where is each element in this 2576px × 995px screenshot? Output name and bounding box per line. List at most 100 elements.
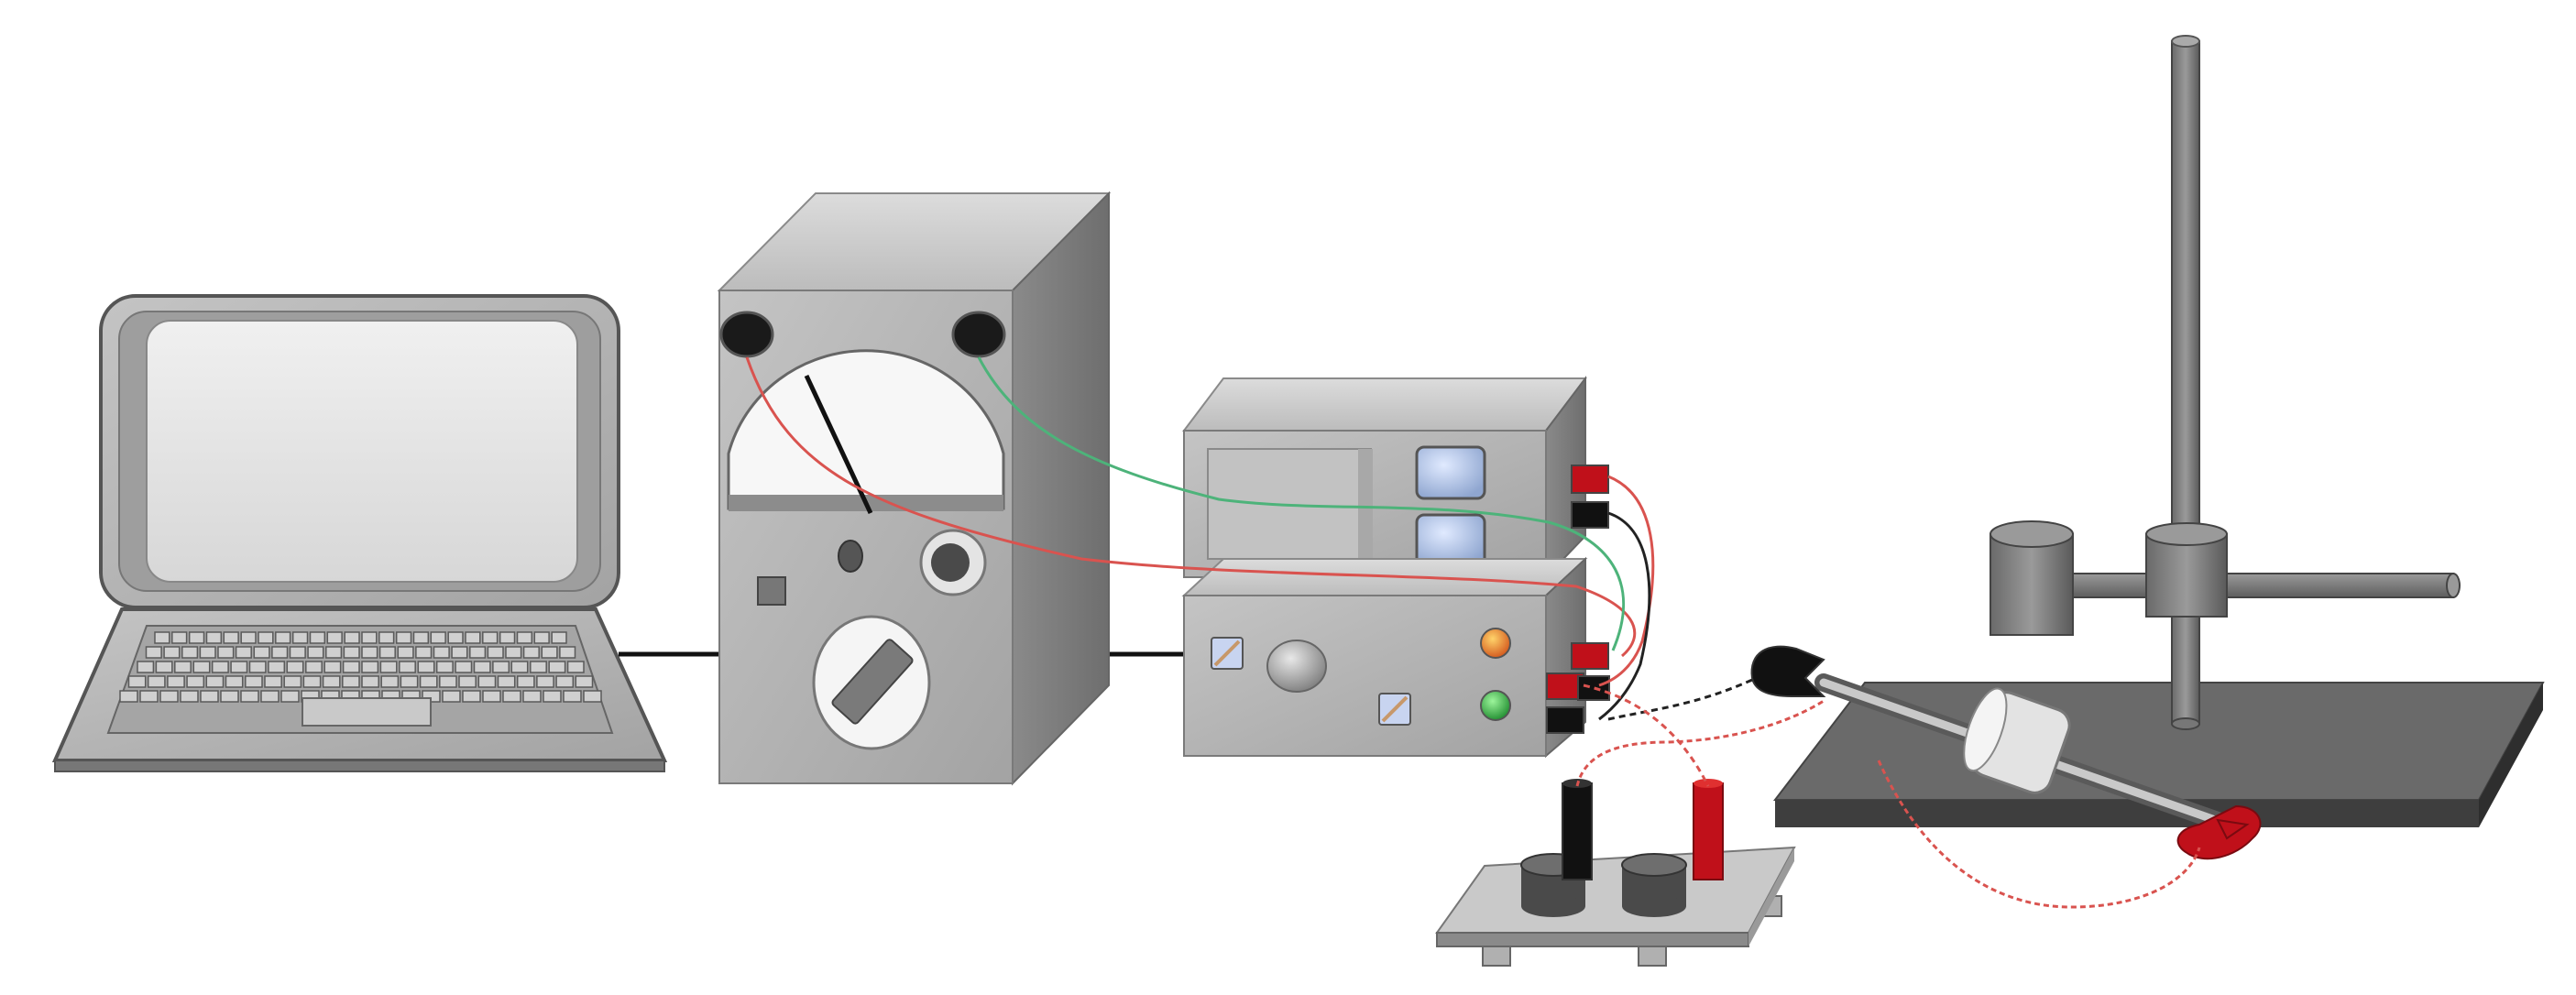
wires xyxy=(745,356,2201,909)
stand-weight xyxy=(1990,533,2074,636)
keyboard-key xyxy=(342,675,360,688)
board-rod-red xyxy=(1693,782,1724,880)
supply-terminal-black-1 xyxy=(1571,501,1609,529)
keyboard-key xyxy=(271,646,289,659)
keyboard-key xyxy=(280,690,300,703)
stand-rod-cap xyxy=(2171,35,2200,48)
keyboard-key xyxy=(551,631,567,644)
stand-icon xyxy=(1772,35,2545,827)
keyboard-key xyxy=(305,661,323,673)
laptop-icon xyxy=(51,294,668,772)
board-post-right-top xyxy=(1621,853,1687,877)
keyboard-key xyxy=(533,631,550,644)
keyboard-key xyxy=(264,675,282,688)
keyboard-key xyxy=(171,631,188,644)
keyboard-key xyxy=(223,631,239,644)
meter-side xyxy=(1012,191,1110,786)
keyboard-key xyxy=(415,646,433,659)
analog-meter-icon xyxy=(717,191,1112,786)
keyboard-key xyxy=(499,631,516,644)
keyboard-key xyxy=(482,690,501,703)
keyboard-key xyxy=(289,646,306,659)
electrode-icon xyxy=(1750,645,2262,860)
clamp-black-icon xyxy=(1750,645,1826,697)
laptop-touchpad xyxy=(301,697,432,727)
keyboard-key xyxy=(583,690,602,703)
keyboard-key xyxy=(412,631,430,644)
keyboard-key xyxy=(465,631,481,644)
stand-rod xyxy=(2171,40,2200,725)
keyboard-key xyxy=(469,646,487,659)
stand-weight-top xyxy=(1990,520,2074,548)
keyboard-key xyxy=(260,690,280,703)
keyboard-key xyxy=(522,690,542,703)
stand-crossbar-end xyxy=(2446,573,2461,598)
keyboard-key xyxy=(575,675,594,688)
board-rod-black xyxy=(1562,782,1593,880)
keyboard-key xyxy=(323,661,342,673)
keyboard-key xyxy=(417,661,435,673)
board-rod-red-top xyxy=(1694,779,1723,788)
supply-switch-right-mark xyxy=(1381,695,1409,723)
keyboard-key xyxy=(163,646,181,659)
keyboard-key xyxy=(268,661,286,673)
supply-lower-front xyxy=(1183,595,1547,757)
keyboard-key xyxy=(343,646,360,659)
stand-rod-foot xyxy=(2171,717,2200,730)
keyboard-key xyxy=(548,661,566,673)
keyboard-key xyxy=(400,675,419,688)
supply-led-orange xyxy=(1480,628,1511,659)
keyboard-key xyxy=(361,661,379,673)
wire-black-supply-loop xyxy=(1598,511,1651,721)
supply-upper-display-edge xyxy=(1358,449,1373,559)
keyboard-key xyxy=(497,675,516,688)
keyboard-key xyxy=(492,661,510,673)
keyboard-key xyxy=(258,631,274,644)
keyboard-key xyxy=(510,661,529,673)
keyboard-key xyxy=(473,661,491,673)
keyboard-key xyxy=(455,661,473,673)
supply-switch-left-mark xyxy=(1213,640,1241,667)
keyboard-key xyxy=(211,661,229,673)
meter-square-button xyxy=(757,576,786,606)
keyboard-key xyxy=(253,646,270,659)
keyboard-key xyxy=(275,631,291,644)
keyboard-key xyxy=(155,661,173,673)
wire-green-meter-to-supply xyxy=(977,356,1626,651)
keyboard-key xyxy=(395,631,412,644)
keyboard-key xyxy=(447,631,464,644)
keyboard-key xyxy=(419,675,438,688)
meter-terminal-left xyxy=(719,311,774,358)
keyboard-key xyxy=(167,675,185,688)
keyboard-key xyxy=(563,690,582,703)
keyboard-key xyxy=(505,646,522,659)
keyboard-key xyxy=(361,675,379,688)
meter-dial xyxy=(727,349,1005,510)
keyboard-key xyxy=(326,631,343,644)
board-post-right-bottom xyxy=(1622,895,1686,917)
keyboard-key xyxy=(230,661,248,673)
keyboard-key xyxy=(291,631,309,644)
supply-terminal-black-3 xyxy=(1546,706,1584,734)
keyboard-key xyxy=(451,646,468,659)
keyboard-key xyxy=(439,675,457,688)
keyboard-key xyxy=(378,631,395,644)
supply-terminal-black-2 xyxy=(1577,675,1610,701)
keyboard-key xyxy=(286,661,304,673)
wire-red-to-red-clip xyxy=(1877,760,2201,909)
keyboard-key xyxy=(361,631,378,644)
keyboard-key xyxy=(240,631,257,644)
wire-red-board-loop xyxy=(1575,699,1825,787)
keyboard-key xyxy=(379,661,398,673)
keyboard-key xyxy=(145,646,162,659)
keyboard-key xyxy=(186,675,205,688)
keyboard-key xyxy=(462,690,481,703)
laptop-keyboard xyxy=(119,631,602,703)
keyboard-key xyxy=(380,675,400,688)
keyboard-key xyxy=(174,661,192,673)
keyboard-key xyxy=(240,690,259,703)
stand-base-side xyxy=(2479,683,2543,827)
keyboard-key xyxy=(217,646,235,659)
board-front xyxy=(1436,932,1749,947)
keyboard-key xyxy=(541,646,558,659)
